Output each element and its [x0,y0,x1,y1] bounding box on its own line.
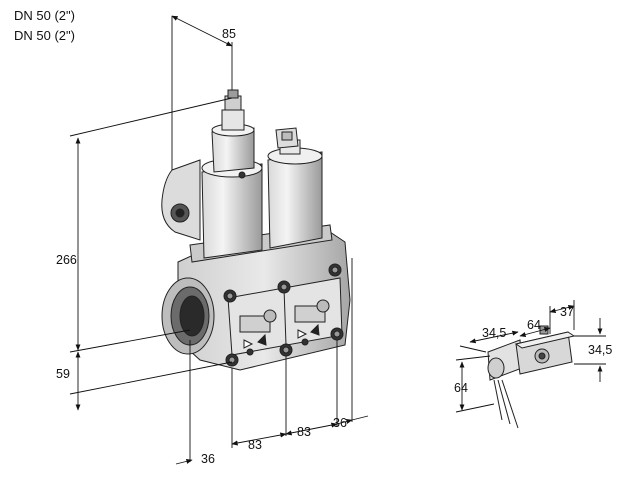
coil-label-34-5-right: 34,5 [588,343,612,357]
coil-label-64-height: 64 [454,381,468,395]
dim-label-59: 59 [56,367,70,381]
dim-label-85: 85 [222,27,236,41]
coil-label-37: 37 [560,305,574,319]
valve-dimension-lines [69,15,369,465]
coil-label-64-top: 64 [527,318,541,332]
coil-label-34-5-left: 34,5 [482,326,506,340]
title-line-1: DN 50 (2") [14,8,75,23]
valve-illustration [161,89,351,371]
dim-label-266: 266 [56,253,77,267]
dim-label-36-right: 36 [333,416,347,430]
dim-label-83-a: 83 [248,438,262,452]
coil-detail-illustration [487,325,576,429]
title-line-2: DN 50 (2") [14,28,75,43]
dim-label-83-b: 83 [297,425,311,439]
coil-dimension-lines [455,300,606,413]
dim-label-36-left: 36 [201,452,215,466]
